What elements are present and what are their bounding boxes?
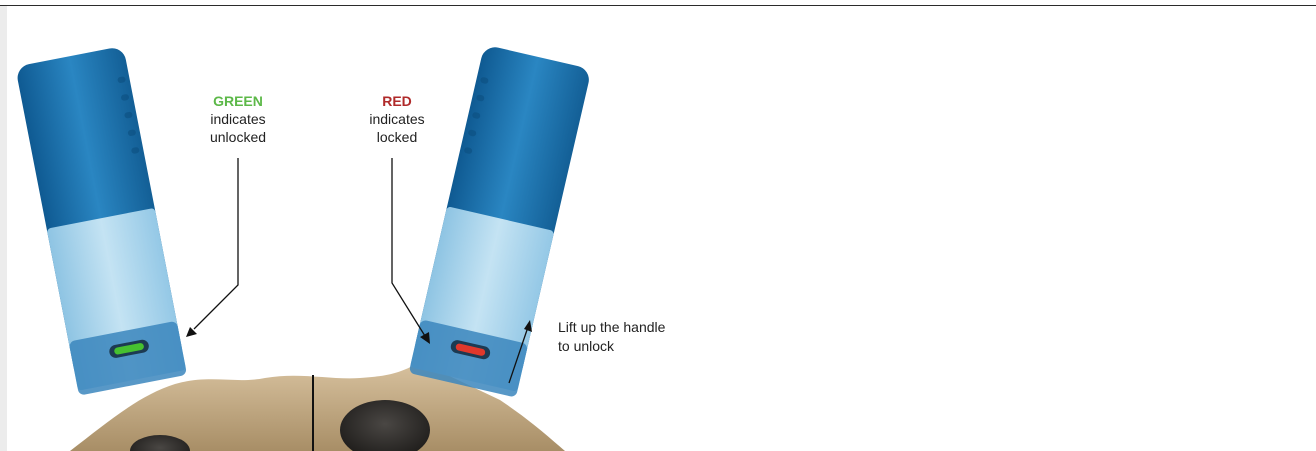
left-handle [15,46,187,396]
red-keyword: RED [352,92,442,110]
unlocked-callout-line1: indicates [193,110,283,128]
unlocked-callout-line2: unlocked [193,128,283,146]
locked-callout: RED indicates locked [352,92,442,146]
green-keyword: GREEN [193,92,283,110]
lift-note: Lift up the handle to unlock [558,318,758,356]
green-leader-line [186,158,238,337]
unlocked-callout: GREEN indicates unlocked [193,92,283,146]
locked-callout-line1: indicates [352,110,442,128]
lift-note-line2: to unlock [558,337,758,356]
lift-note-line1: Lift up the handle [558,318,758,337]
locked-callout-line2: locked [352,128,442,146]
